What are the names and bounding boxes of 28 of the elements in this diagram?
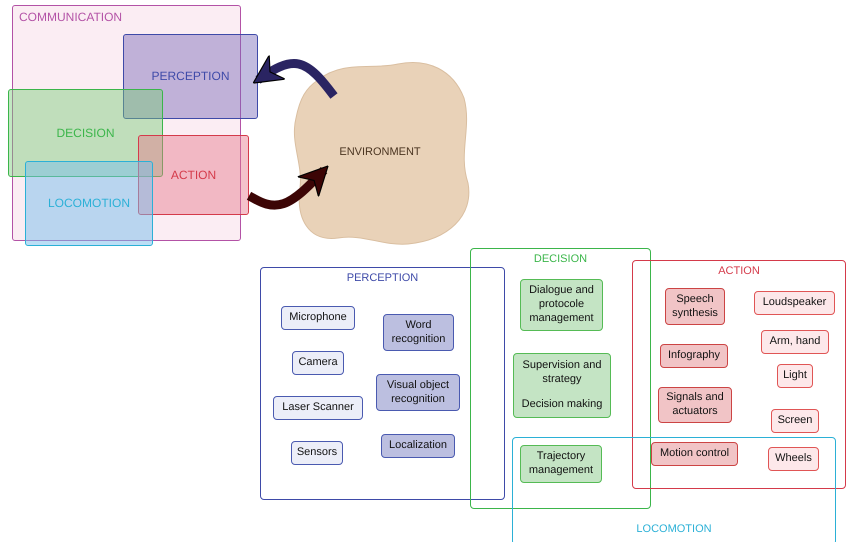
group-label: DECISION — [534, 253, 588, 267]
function-box: Speech synthesis — [665, 288, 725, 325]
function-box: Word recognition — [383, 314, 454, 351]
function-box: Infography — [660, 344, 728, 368]
category-box: ACTION — [138, 135, 249, 215]
function-box: Localization — [381, 434, 455, 458]
group-label: ACTION — [718, 265, 760, 279]
group-label: PERCEPTION — [346, 272, 418, 286]
device-box: Arm, hand — [761, 330, 829, 354]
device-box: Sensors — [291, 441, 343, 465]
category-box: PERCEPTION — [123, 34, 258, 119]
function-box: Signals and actuators — [658, 387, 732, 423]
function-box: Trajectory management — [520, 445, 602, 483]
device-box: Loudspeaker — [754, 291, 835, 315]
device-box: Screen — [771, 409, 819, 433]
device-box: Laser Scanner — [273, 396, 363, 420]
box-text: Decision making — [522, 398, 602, 412]
environment-label: ENVIRONMENT — [339, 146, 421, 160]
box-text: Supervision and strategy — [522, 358, 602, 386]
device-box: Light — [777, 364, 813, 388]
device-box: Camera — [292, 351, 344, 375]
group-box — [260, 267, 505, 500]
function-box: Visual object recognition — [376, 374, 460, 411]
function-box: Dialogue and protocole management — [520, 279, 603, 331]
function-box — [513, 353, 611, 418]
function-box: Motion control — [651, 442, 738, 466]
device-box: Wheels — [768, 447, 819, 471]
device-box: Microphone — [281, 306, 355, 330]
